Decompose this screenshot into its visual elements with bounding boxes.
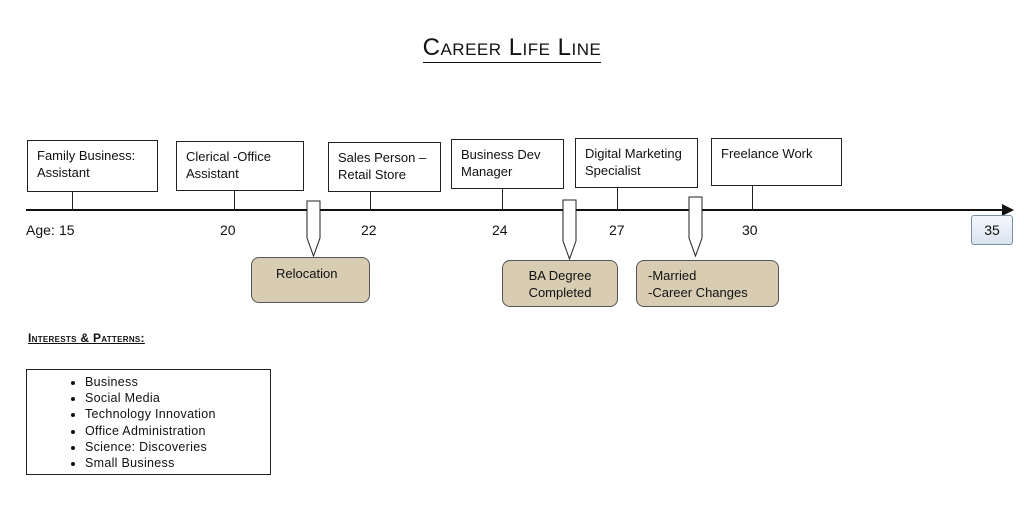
event-line: Completed [528, 285, 592, 300]
job-box-business-dev: Business Dev Manager [451, 139, 564, 189]
job-stem [617, 188, 618, 209]
event-line: -Married [648, 268, 697, 283]
job-stem [370, 192, 371, 209]
job-line: Business Dev [461, 147, 541, 162]
job-line: Sales Person – [338, 150, 427, 165]
event-line: -Career Changes [648, 285, 748, 300]
end-age-box: 35 [971, 215, 1013, 245]
list-item: Technology Innovation [85, 406, 270, 422]
list-item: Science: Discoveries [85, 439, 270, 455]
event-line: BA Degree [528, 268, 592, 283]
interests-box: Business Social Media Technology Innovat… [26, 369, 271, 475]
job-line: Freelance Work [721, 146, 813, 161]
list-item: Small Business [85, 455, 270, 471]
job-stem [234, 191, 235, 209]
diagram-title: Career Life Line [0, 34, 1024, 63]
event-box-relocation: Relocation [251, 257, 370, 303]
list-item: Office Administration [85, 423, 270, 439]
job-stem [72, 192, 73, 209]
job-line: Assistant [186, 166, 239, 181]
job-line: Digital Marketing [585, 146, 682, 161]
job-box-digital-marketing: Digital Marketing Specialist [575, 138, 698, 188]
job-line: Specialist [585, 163, 641, 178]
event-box-married: -Married -Career Changes [636, 260, 779, 307]
job-line: Assistant [37, 165, 90, 180]
interests-list: Business Social Media Technology Innovat… [27, 370, 270, 471]
job-stem [502, 189, 503, 209]
list-item: Social Media [85, 390, 270, 406]
job-line: Manager [461, 164, 513, 179]
diagram-title-text: Career Life Line [422, 34, 602, 63]
event-box-ba-degree: BA Degree Completed [502, 260, 618, 307]
job-box-sales: Sales Person – Retail Store [328, 142, 441, 192]
job-line: Family Business: [37, 148, 136, 163]
age-tick: 24 [492, 222, 508, 238]
event-pointer-icon [688, 196, 703, 258]
age-tick: 20 [220, 222, 236, 238]
list-item: Business [85, 374, 270, 390]
job-box-clerical: Clerical -Office Assistant [176, 141, 304, 191]
job-line: Retail Store [338, 167, 406, 182]
interests-heading: Interests & Patterns: [28, 331, 145, 345]
age-label: Age: [26, 222, 55, 238]
event-pointer-icon [562, 199, 577, 261]
age-tick: 30 [742, 222, 758, 238]
timeline-arrow-icon [1002, 204, 1014, 216]
job-line: Clerical -Office [186, 149, 272, 164]
job-box-family-business: Family Business: Assistant [27, 140, 158, 192]
age-tick: 27 [609, 222, 625, 238]
end-age-text: 35 [984, 222, 1000, 238]
job-stem [752, 186, 753, 209]
age-tick: 15 [59, 222, 75, 238]
timeline-axis [26, 209, 1006, 211]
job-box-freelance: Freelance Work [711, 138, 842, 186]
age-tick: 22 [361, 222, 377, 238]
event-pointer-icon [306, 200, 321, 258]
event-line: Relocation [276, 266, 338, 281]
